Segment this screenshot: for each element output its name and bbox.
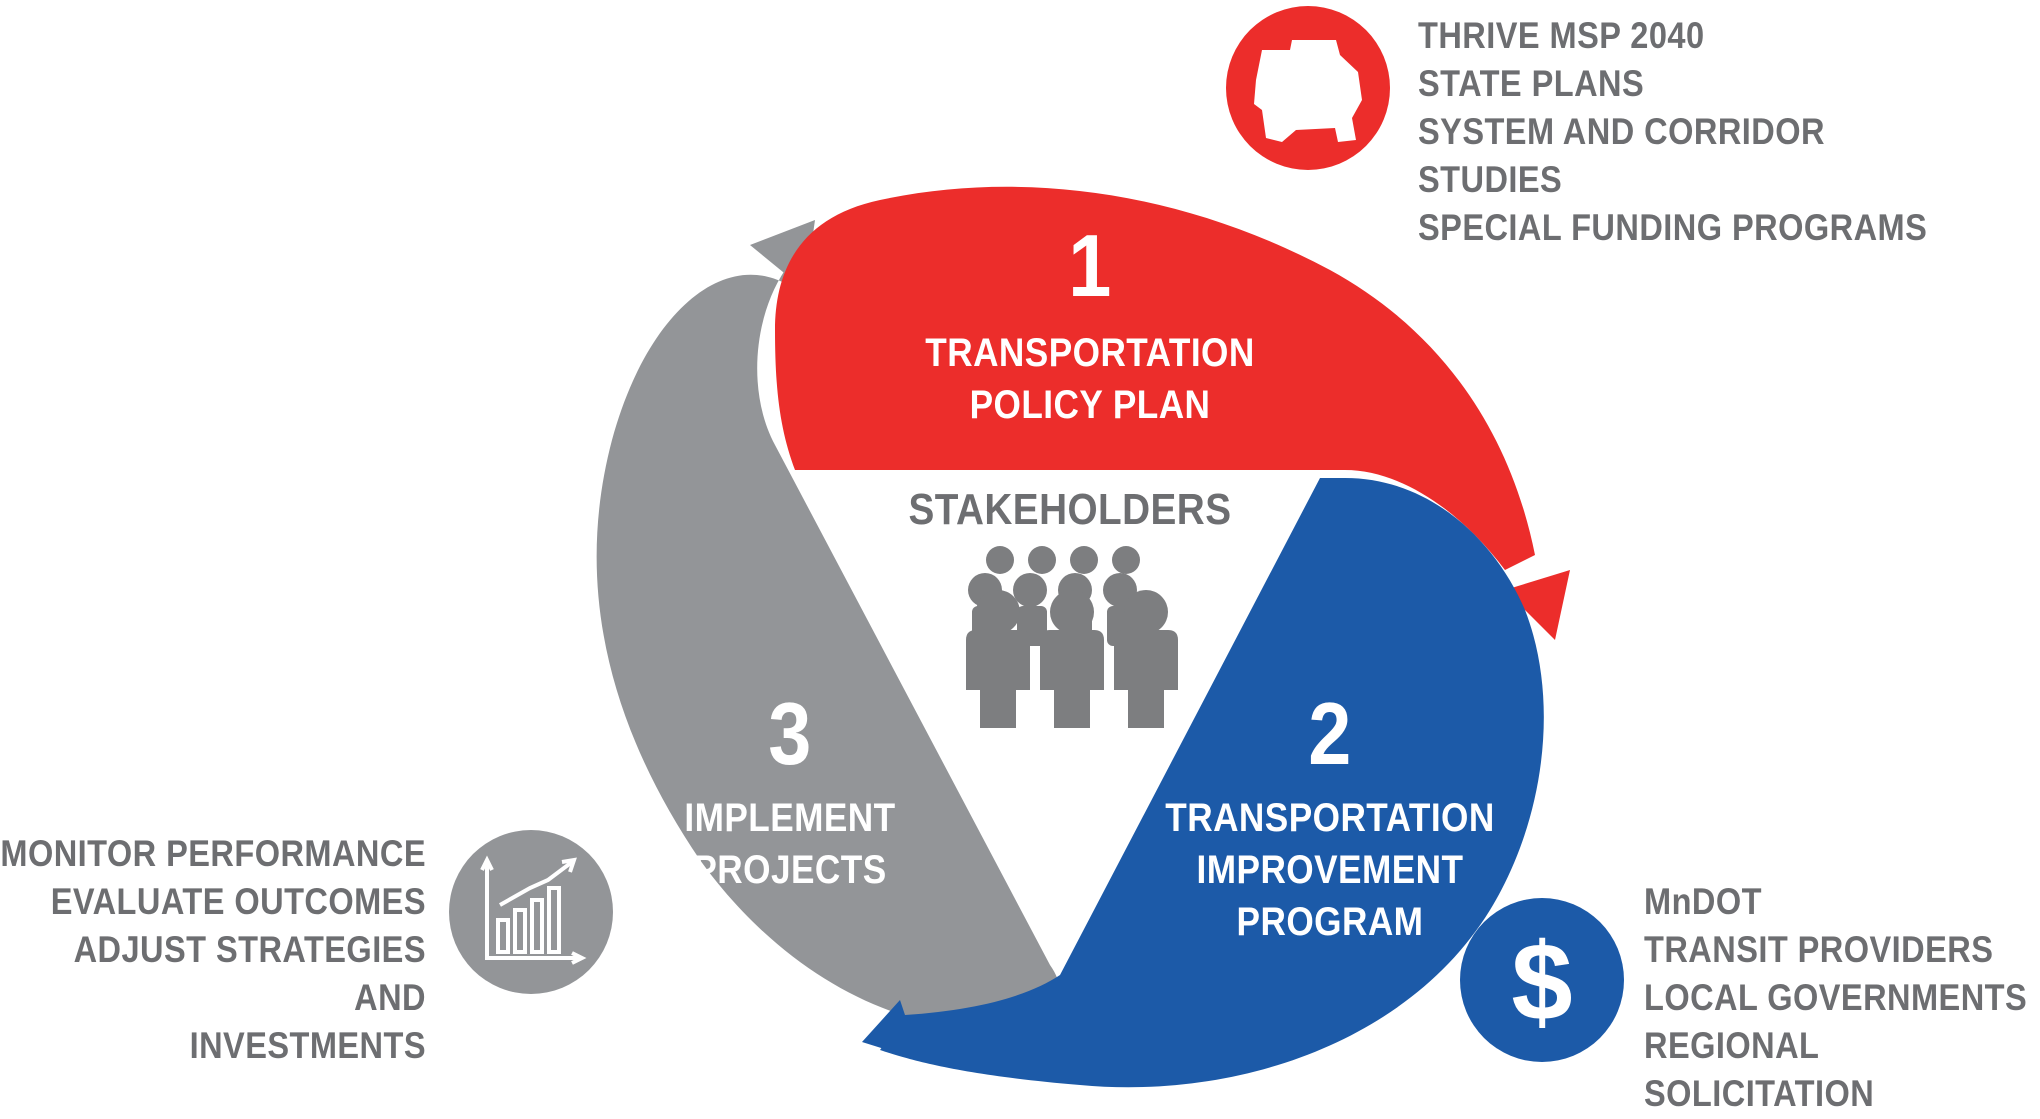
- stage-2-arrow: [862, 478, 1544, 1088]
- list-item: SPECIAL FUNDING PROGRAMS: [1418, 207, 1928, 248]
- input-list-implement: MONITOR PERFORMANCE EVALUATE OUTCOMES AD…: [0, 830, 426, 1070]
- bar-chart-icon: [449, 830, 613, 994]
- stage-1-title: TRANSPORTATION POLICY PLAN: [896, 327, 1283, 431]
- list-item: INVESTMENTS: [189, 1025, 426, 1066]
- stage-1-title-line: TRANSPORTATION: [925, 331, 1255, 375]
- stage-3-title-line: PROJECTS: [693, 848, 887, 892]
- stage-3-number: 3: [768, 684, 812, 783]
- stage-2-title-line: PROGRAM: [1236, 900, 1424, 944]
- list-item: EVALUATE OUTCOMES: [50, 881, 426, 922]
- state-map-icon: [1226, 6, 1390, 170]
- stage-3-title-line: IMPLEMENT: [684, 796, 896, 840]
- list-item: REGIONAL SOLICITATION: [1644, 1025, 1875, 1114]
- stage-2-number: 2: [1308, 684, 1352, 783]
- list-item: TRANSIT PROVIDERS: [1644, 929, 1994, 970]
- list-item: THRIVE MSP 2040: [1418, 15, 1705, 56]
- stage-1-number: 1: [1068, 216, 1112, 315]
- stage-2-title-line: IMPROVEMENT: [1196, 848, 1464, 892]
- input-list-plan: THRIVE MSP 2040 STATE PLANS SYSTEM AND C…: [1418, 12, 1946, 252]
- stage-2-arrowhead: [862, 1000, 920, 1060]
- stage-3-title: IMPLEMENT PROJECTS: [623, 792, 957, 896]
- list-item: SYSTEM AND CORRIDOR STUDIES: [1418, 111, 1825, 200]
- stakeholders-label: STAKEHOLDERS: [908, 485, 1232, 534]
- stage-2-title: TRANSPORTATION IMPROVEMENT PROGRAM: [1136, 792, 1523, 948]
- list-item: ADJUST STRATEGIES AND: [73, 929, 426, 1018]
- list-item: STATE PLANS: [1418, 63, 1645, 104]
- list-item: MONITOR PERFORMANCE: [0, 833, 426, 874]
- people-group-icon: [966, 546, 1178, 728]
- stage-3-band: [596, 270, 1060, 1029]
- stage-2-band: [880, 478, 1544, 1088]
- list-item: LOCAL GOVERNMENTS: [1644, 977, 2028, 1018]
- svg-text:$: $: [1511, 921, 1572, 1044]
- stage-1-title-line: POLICY PLAN: [969, 383, 1211, 427]
- stage-1-arrowhead: [1505, 570, 1570, 640]
- stage-2-title-line: TRANSPORTATION: [1165, 796, 1495, 840]
- stage-1-band: [775, 186, 1535, 570]
- stage-1-arrow: [775, 186, 1570, 640]
- dollar-icon: $: [1460, 898, 1624, 1062]
- list-item: MnDOT: [1644, 881, 1762, 922]
- input-list-program: MnDOT TRANSIT PROVIDERS LOCAL GOVERNMENT…: [1644, 878, 2031, 1118]
